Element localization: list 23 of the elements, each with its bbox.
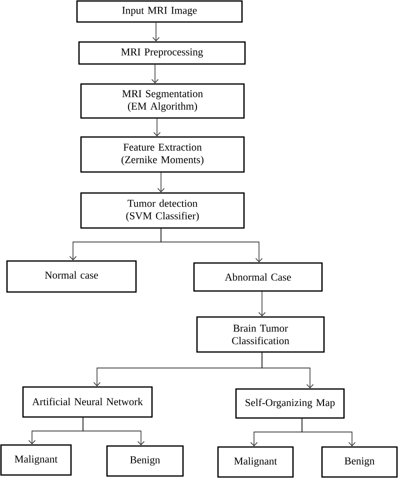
arrow bbox=[82, 417, 145, 446]
arrow bbox=[157, 172, 165, 192]
process-box: Benign bbox=[106, 445, 184, 477]
process-box: Normal case bbox=[6, 260, 137, 293]
process-box: Tumor detection (SVM Classifier) bbox=[80, 192, 245, 229]
arrow bbox=[262, 352, 314, 388]
process-box: Self-Organizing Map bbox=[235, 388, 345, 419]
process-box: Malignant bbox=[0, 444, 72, 476]
arrow bbox=[151, 64, 159, 84]
process-box: MRI Preprocessing bbox=[78, 41, 246, 65]
arrow bbox=[160, 228, 263, 262]
process-box: Brain Tumor Classification bbox=[196, 316, 325, 353]
process-box: Abnormal Case bbox=[193, 262, 323, 292]
process-box: Input MRI Image bbox=[76, 0, 243, 23]
process-box: Artificial Neural Network bbox=[22, 386, 153, 418]
process-box: Feature Extraction (Zernike Moments) bbox=[80, 136, 245, 173]
process-box: MRI Segmentation (EM Algorithm) bbox=[80, 83, 245, 119]
arrow bbox=[258, 291, 266, 316]
arrow bbox=[302, 418, 356, 446]
arrow bbox=[152, 22, 160, 42]
process-box: Malignant bbox=[217, 446, 294, 478]
process-box: Benign bbox=[321, 446, 398, 478]
arrow bbox=[153, 118, 161, 136]
